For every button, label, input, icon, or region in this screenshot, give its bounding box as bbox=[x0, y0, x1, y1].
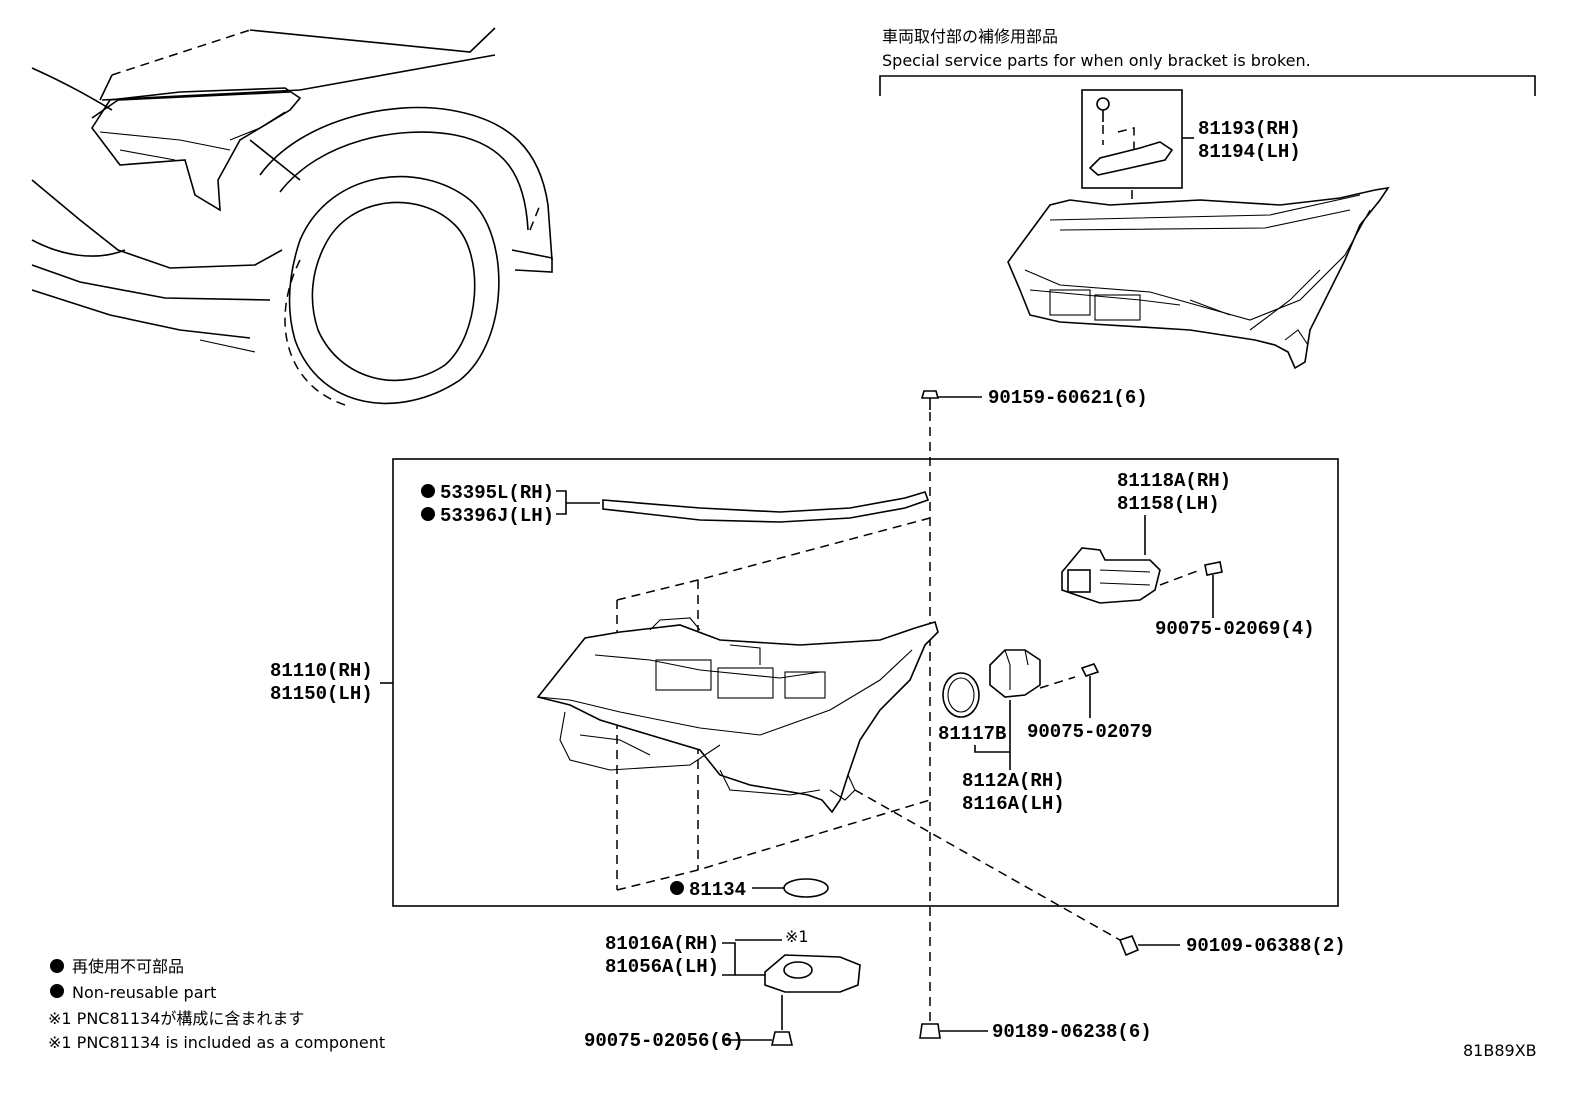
label-81134: 81134 bbox=[689, 879, 746, 901]
label-81056: 81056A(LH) bbox=[605, 956, 719, 978]
label-81118: 81118A(RH) bbox=[1117, 470, 1231, 492]
module-81118: 81118A(RH) 81158(LH) 90075-02069(4) bbox=[1061, 470, 1315, 640]
bolt-90189: 90189-06238(6) bbox=[919, 1021, 1152, 1043]
label-8116: 8116A(LH) bbox=[962, 793, 1065, 815]
bracket-inset: 81193(RH) 81194(LH) bbox=[1081, 89, 1301, 205]
label-8112: 8112A(RH) bbox=[962, 770, 1065, 792]
special-service-header: 車両取付部の補修用部品 Special service parts for wh… bbox=[879, 27, 1536, 96]
legend: 再使用不可部品 Non-reusable part ※1 PNC81134が構成… bbox=[48, 957, 385, 1052]
legend-en-note: ※1 PNC81134 is included as a component bbox=[48, 1033, 385, 1052]
label-81110: 81110(RH) bbox=[270, 660, 373, 682]
label-81016: 81016A(RH) bbox=[605, 933, 719, 955]
label-90075-02069: 90075-02069(4) bbox=[1155, 618, 1315, 640]
header-en-title: Special service parts for when only brac… bbox=[882, 51, 1311, 70]
label-90075-02079: 90075-02079 bbox=[1027, 721, 1152, 743]
bracket-group-line bbox=[879, 75, 1536, 96]
ballast-81016: 81016A(RH) 81056A(LH) ※1 90075-02056(6) bbox=[584, 927, 861, 1052]
label-53396: 53396J(LH) bbox=[440, 505, 554, 527]
header-jp-title: 車両取付部の補修用部品 bbox=[882, 27, 1058, 46]
bolt-90109: 90109-06388(2) bbox=[854, 789, 1346, 957]
label-81150: 81150(LH) bbox=[270, 683, 373, 705]
headlamp-assembly-main: 81110(RH) 81150(LH) bbox=[270, 517, 939, 891]
label-90075-02056: 90075-02056(6) bbox=[584, 1030, 744, 1052]
gasket-81117: 81117B bbox=[938, 672, 1006, 745]
legend-en-nonreusable: Non-reusable part bbox=[72, 983, 216, 1002]
legend-jp-note: ※1 PNC81134が構成に含まれます bbox=[48, 1009, 304, 1028]
label-90109: 90109-06388(2) bbox=[1186, 935, 1346, 957]
label-81194: 81194(LH) bbox=[1198, 141, 1301, 163]
label-90189: 90189-06238(6) bbox=[992, 1021, 1152, 1043]
diagram-code: 81B89XB bbox=[1463, 1041, 1537, 1060]
headlamp-assembly-upper bbox=[1007, 186, 1390, 370]
bolt-90159: 90159-60621(6) bbox=[920, 387, 1148, 1022]
label-mark1: ※1 bbox=[785, 927, 809, 946]
label-81158: 81158(LH) bbox=[1117, 493, 1220, 515]
vehicle-illustration bbox=[31, 27, 553, 406]
label-81193: 81193(RH) bbox=[1198, 118, 1301, 140]
socket-8112: 90075-02079 8112A(RH) 8116A(LH) bbox=[962, 649, 1152, 815]
label-90159: 90159-60621(6) bbox=[988, 387, 1148, 409]
label-53395: 53395L(RH) bbox=[440, 482, 554, 504]
label-81117: 81117B bbox=[938, 723, 1006, 745]
legend-jp-nonreusable: 再使用不可部品 bbox=[72, 957, 184, 976]
trim-strip-53395: 53395L(RH) 53396J(LH) bbox=[421, 482, 930, 527]
seal-81134: 81134 bbox=[670, 878, 829, 901]
